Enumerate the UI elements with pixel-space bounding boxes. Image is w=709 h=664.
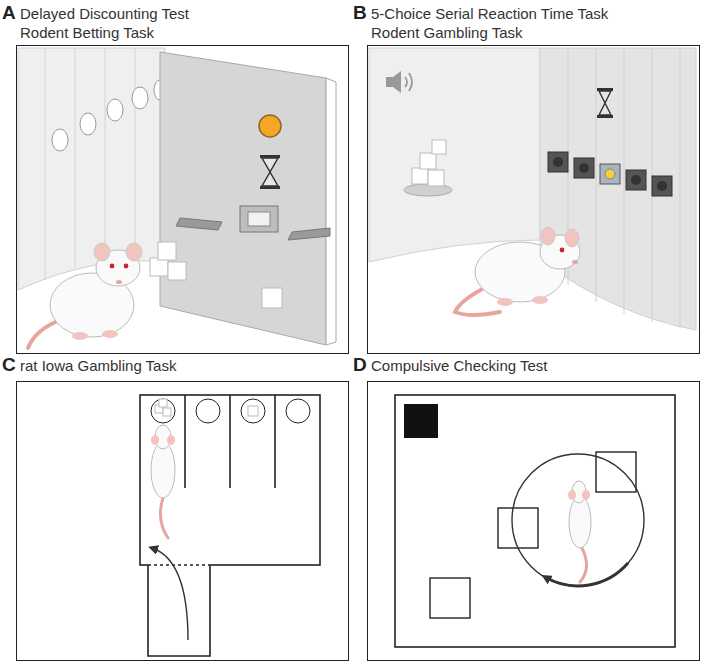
task-panel: ADelayed Discounting TestRodent Betting … — [2, 2, 349, 354]
panel-frame — [367, 381, 700, 661]
panel-frame — [16, 45, 349, 354]
panel-title: Delayed Discounting Test — [20, 5, 189, 23]
task-panel: B5-Choice Serial Reaction Time TaskRoden… — [353, 2, 700, 354]
task-panel: Crat Iowa Gambling Task — [2, 354, 349, 662]
panel-title: 5-Choice Serial Reaction Time Task — [371, 5, 608, 23]
panel-title: rat Iowa Gambling Task — [20, 357, 176, 375]
task-panel: DCompulsive Checking Test — [353, 354, 700, 662]
panel-letter: B — [353, 2, 367, 24]
panel-title: Rodent Betting Task — [20, 24, 154, 42]
panel-title: Compulsive Checking Test — [371, 357, 547, 375]
panel-frame — [16, 381, 349, 661]
panel-letter: D — [353, 354, 367, 376]
panel-title: Rodent Gambling Task — [371, 24, 522, 42]
panel-frame — [367, 45, 700, 354]
panel-letter: A — [2, 2, 16, 24]
panel-letter: C — [2, 354, 16, 376]
